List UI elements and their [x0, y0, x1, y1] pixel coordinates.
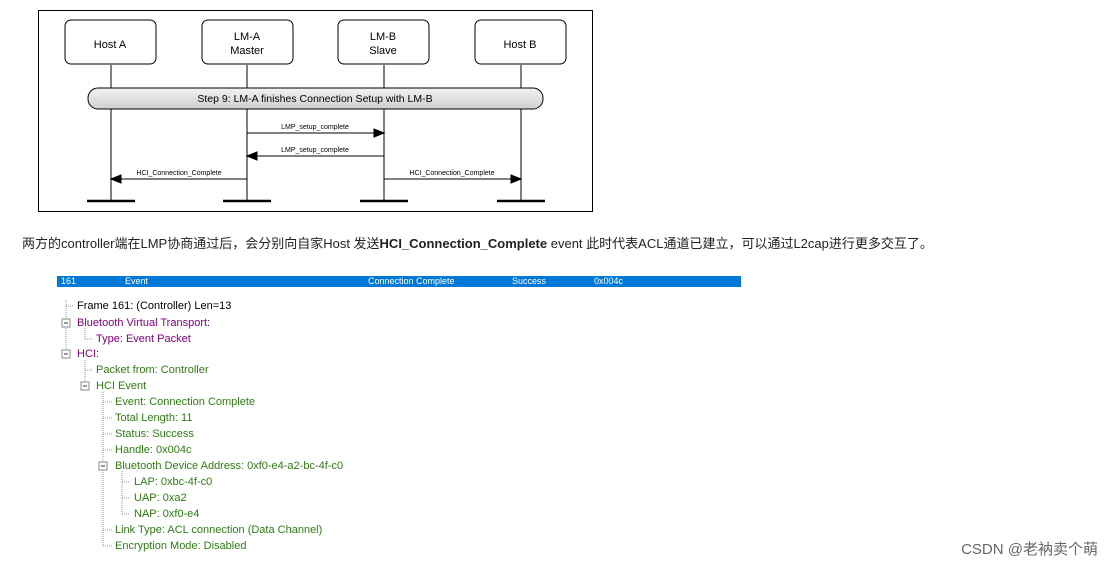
- message-label-2: LMP_setup_complete: [281, 147, 349, 154]
- tree-node-hci-event[interactable]: HCI Event: [96, 380, 147, 392]
- caption-bold: HCI_Connection_Complete: [379, 236, 548, 251]
- message-arrowhead-2: [245, 151, 258, 161]
- tree-node-link-type[interactable]: Link Type: ACL connection (Data Channel): [115, 524, 323, 536]
- tree-node-packet-from[interactable]: Packet from: Controller: [96, 364, 209, 376]
- sequence-diagram: Host A LM-A Master LM-B Slave Host B Ste…: [64, 19, 567, 203]
- actor-host-b-label: Host B: [503, 39, 536, 51]
- tree-node-bd-addr[interactable]: Bluetooth Device Address: 0xf0-e4-a2-bc-…: [115, 460, 344, 472]
- message-label-1: LMP_setup_complete: [281, 124, 349, 131]
- tree-node-nap[interactable]: NAP: 0xf0-e4: [134, 508, 200, 520]
- packet-type: Event: [125, 276, 149, 286]
- actor-lm-b-label: LM-B: [370, 31, 396, 43]
- tree-node-status[interactable]: Status: Success: [115, 428, 194, 440]
- message-arrowhead-1: [373, 128, 386, 138]
- actor-box-lm-a: [201, 19, 294, 65]
- tree-node-bvt[interactable]: Bluetooth Virtual Transport:: [77, 317, 211, 329]
- actor-lm-b-role: Slave: [369, 45, 397, 57]
- actor-host-a-label: Host A: [94, 39, 127, 51]
- packet-status: Success: [512, 276, 547, 286]
- article-caption: 两方的controller端在LMP协商通过后，会分别向自家Host 发送HCI…: [22, 233, 933, 252]
- packet-list-row-selected[interactable]: 161 Event Connection Complete Success 0x…: [57, 276, 741, 287]
- actor-box-host-a: [64, 19, 157, 65]
- message-arrowhead-3: [109, 174, 122, 184]
- step-banner: [87, 87, 544, 110]
- tree-node-bvt-type[interactable]: Type: Event Packet: [96, 333, 191, 345]
- sequence-diagram-frame: [38, 10, 593, 212]
- tree-node-encryption[interactable]: Encryption Mode: Disabled: [115, 540, 247, 552]
- message-label-3: HCI_Connection_Complete: [136, 170, 221, 177]
- packet-handle: 0x004c: [594, 276, 624, 286]
- tree-node-frame[interactable]: Frame 161: (Controller) Len=13: [77, 300, 232, 312]
- packet-frame-number: 161: [61, 276, 77, 286]
- actor-box-lm-b: [337, 19, 430, 65]
- tree-node-uap[interactable]: UAP: 0xa2: [134, 492, 187, 504]
- step-label: Step 9: LM-A finishes Connection Setup w…: [197, 93, 432, 105]
- tree-node-hci[interactable]: HCI:: [77, 348, 99, 360]
- message-arrowhead-4: [510, 174, 523, 184]
- actor-box-host-b: [474, 19, 567, 65]
- caption-prefix: 两方的controller端在LMP协商通过后，会分别向自家Host 发送: [22, 236, 380, 251]
- actor-lm-a-label: LM-A: [234, 31, 261, 43]
- message-label-4: HCI_Connection_Complete: [409, 170, 494, 177]
- tree-connectors: [61, 300, 130, 547]
- actor-lm-a-role: Master: [230, 45, 264, 57]
- tree-node-event[interactable]: Event: Connection Complete: [115, 396, 256, 408]
- packet-description: Connection Complete: [368, 276, 455, 286]
- tree-node-handle[interactable]: Handle: 0x004c: [115, 444, 192, 456]
- tree-node-lap[interactable]: LAP: 0xbc-4f-c0: [134, 476, 213, 488]
- watermark: CSDN @老衲卖个萌: [961, 541, 1098, 558]
- caption-suffix: event 此时代表ACL通道已建立，可以通过L2cap进行更多交互了。: [547, 236, 933, 251]
- tree-node-total-length[interactable]: Total Length: 11: [115, 412, 193, 424]
